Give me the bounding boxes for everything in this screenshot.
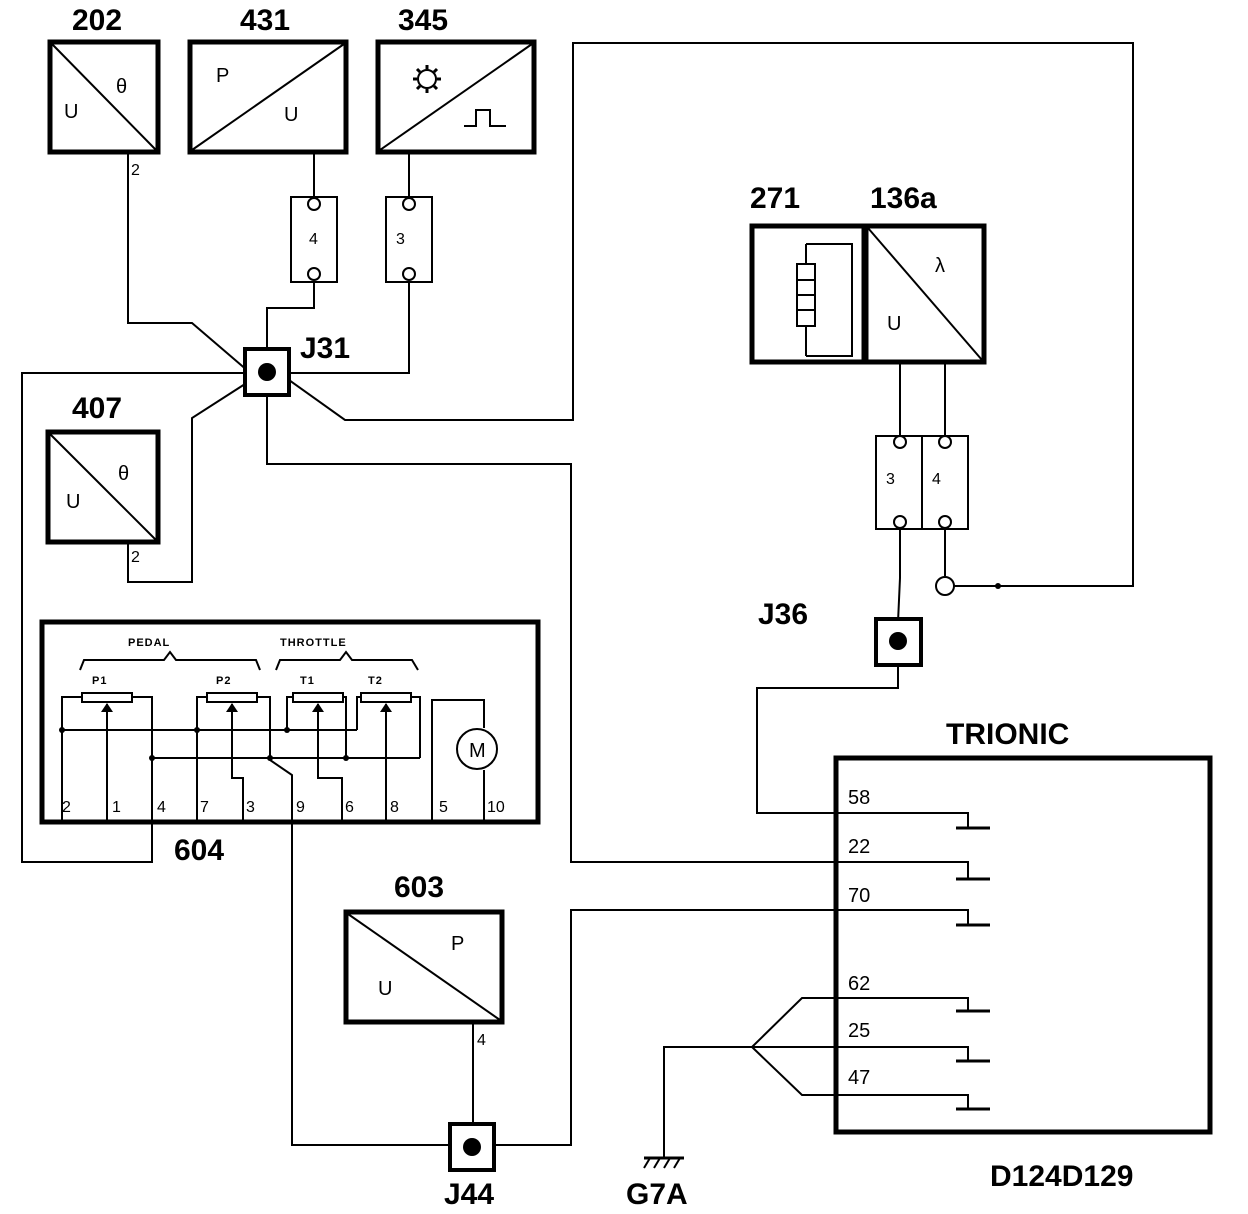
ecu-pin-label: 70 bbox=[848, 885, 870, 907]
component-604-pin: 2 bbox=[62, 799, 71, 816]
component-604-pin: 7 bbox=[200, 799, 209, 816]
component-604-pin: 5 bbox=[439, 799, 448, 816]
ecu-pin-22: 22 bbox=[836, 836, 990, 881]
potentiometer-t1: T1 bbox=[292, 675, 344, 820]
motor-icon: M bbox=[431, 699, 498, 820]
ecu-pin-label: 47 bbox=[848, 1067, 870, 1089]
component-271-id: 271 bbox=[750, 182, 800, 215]
connector-136a-plug-left-number: 3 bbox=[886, 471, 895, 488]
component-202-pin: 2 bbox=[131, 162, 140, 179]
component-604-id: 604 bbox=[174, 834, 224, 867]
potentiometer-p1: P1 bbox=[81, 675, 133, 820]
component-136a: 136a U λ bbox=[863, 182, 987, 365]
component-202-out-label: θ bbox=[116, 76, 127, 98]
connector-431-plug: 4 bbox=[290, 196, 338, 283]
resistor-icon bbox=[796, 243, 853, 357]
component-604-pin: 3 bbox=[246, 799, 255, 816]
square-pulse-icon bbox=[464, 109, 506, 127]
connector-136a-plug: 3 4 bbox=[875, 435, 969, 530]
component-604-pin: 8 bbox=[390, 799, 399, 816]
component-136a-out-label: λ bbox=[935, 255, 945, 277]
ecu-pin-label: 25 bbox=[848, 1020, 870, 1042]
ecu-pin-62: 62 bbox=[836, 973, 990, 1013]
component-603-out-label: P bbox=[451, 933, 464, 955]
toothed-wheel-icon bbox=[413, 65, 441, 93]
sensor-t2-label: T2 bbox=[368, 675, 383, 687]
component-271: 271 bbox=[749, 182, 867, 365]
connector-136a-plug-right-number: 4 bbox=[932, 471, 941, 488]
sensor-p2-label: P2 bbox=[216, 675, 231, 687]
component-407-out-label: θ bbox=[118, 463, 129, 485]
ecu-pin-58: 58 bbox=[836, 787, 990, 830]
ecu-pin-25: 25 bbox=[836, 1020, 990, 1063]
junction-j31-label: J31 bbox=[300, 332, 350, 365]
component-407: 407 U θ 2 bbox=[45, 392, 161, 566]
connector-345-plug-number: 3 bbox=[396, 231, 405, 248]
component-407-in-label: U bbox=[66, 491, 80, 513]
component-345-id: 345 bbox=[398, 4, 448, 37]
ecu-pin-70: 70 bbox=[836, 885, 990, 927]
component-345: 345 bbox=[375, 4, 537, 155]
ecu-pin-label: 58 bbox=[848, 787, 870, 809]
component-431-id: 431 bbox=[240, 4, 290, 37]
sensor-t1-label: T1 bbox=[300, 675, 315, 687]
component-407-id: 407 bbox=[72, 392, 122, 425]
connector-345-plug: 3 bbox=[385, 196, 433, 283]
wires bbox=[21, 42, 1134, 1157]
sensor-p1-label: P1 bbox=[92, 675, 107, 687]
ecu-name: TRIONIC bbox=[946, 718, 1069, 751]
junction-j36-label: J36 bbox=[758, 598, 808, 631]
component-603-id: 603 bbox=[394, 871, 444, 904]
ecu-pin-label: 22 bbox=[848, 836, 870, 858]
ground-icon bbox=[643, 1156, 684, 1169]
component-604-pin: 6 bbox=[345, 799, 354, 816]
component-604-pin: 9 bbox=[296, 799, 305, 816]
component-603-pin: 4 bbox=[477, 1032, 486, 1049]
junction-j44-label: J44 bbox=[444, 1178, 494, 1211]
potentiometer-t2: T2 bbox=[360, 675, 412, 820]
ground-label: G7A bbox=[626, 1178, 688, 1211]
component-136a-in-label: U bbox=[887, 313, 901, 335]
ground-g7a: G7A bbox=[626, 1156, 688, 1211]
component-202: 202 U θ 2 bbox=[47, 4, 161, 179]
ecu-pin-47: 47 bbox=[836, 1067, 990, 1111]
diagram-reference: D124D129 bbox=[990, 1160, 1133, 1193]
component-407-pin: 2 bbox=[131, 549, 140, 566]
component-202-id: 202 bbox=[72, 4, 122, 37]
component-603: 603 U P 4 bbox=[343, 871, 505, 1049]
ecu-pin-label: 62 bbox=[848, 973, 870, 995]
junction-j44: J44 bbox=[444, 1122, 496, 1211]
component-604-pedal-label: PEDAL bbox=[128, 637, 170, 649]
component-603-in-label: U bbox=[378, 978, 392, 1000]
component-604-pin: 1 bbox=[112, 799, 121, 816]
motor-label: M bbox=[469, 740, 486, 762]
ecu-trionic: TRIONIC 58 22 70 62 25 47 bbox=[833, 718, 1213, 1135]
component-431-out-label: U bbox=[284, 104, 298, 126]
component-136a-id: 136a bbox=[870, 182, 937, 215]
connector-431-plug-number: 4 bbox=[309, 231, 318, 248]
component-604: PEDAL THROTTLE P1 P2 T1 T2 bbox=[39, 619, 541, 867]
component-431-in-label: P bbox=[216, 65, 229, 87]
junction-j31: J31 bbox=[243, 332, 350, 397]
junction-j36: J36 bbox=[758, 598, 923, 667]
component-431: 431 P U bbox=[187, 4, 349, 155]
component-202-in-label: U bbox=[64, 101, 78, 123]
ring-terminal bbox=[935, 576, 955, 596]
component-604-pin: 4 bbox=[157, 799, 166, 816]
component-604-throttle-label: THROTTLE bbox=[280, 637, 347, 649]
component-604-pin: 10 bbox=[487, 799, 505, 816]
